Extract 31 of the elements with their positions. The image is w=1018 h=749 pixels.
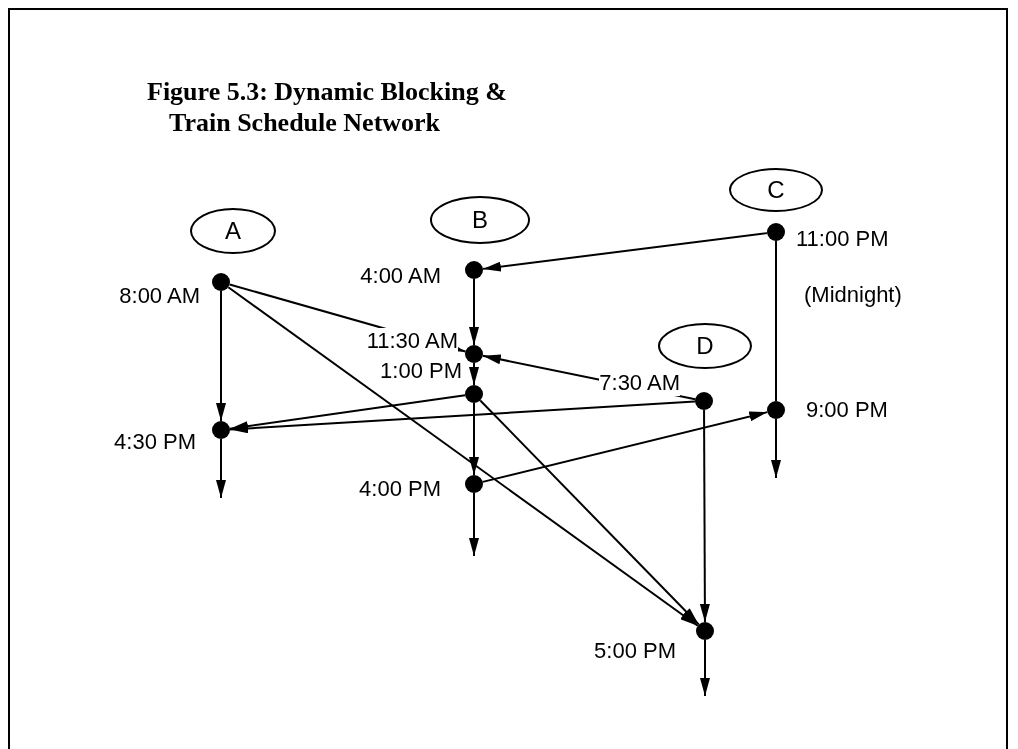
arrow xyxy=(771,418,781,479)
station-ellipse: B xyxy=(430,196,530,244)
event-dot xyxy=(695,392,713,410)
arrow xyxy=(469,492,479,557)
event-dot xyxy=(212,273,230,291)
arrow xyxy=(479,399,700,626)
arrow xyxy=(481,232,769,272)
arrow xyxy=(699,409,710,623)
figure-title: Figure 5.3: Dynamic Blocking & Train Schedule Network xyxy=(147,76,508,138)
arrow xyxy=(481,411,769,483)
event-dot xyxy=(767,223,785,241)
time-label: 11:30 AM xyxy=(366,328,458,354)
event-dot xyxy=(465,385,483,403)
arrow xyxy=(469,278,479,346)
event-dot xyxy=(465,475,483,493)
event-dot xyxy=(212,421,230,439)
arrow xyxy=(229,400,696,434)
arrow xyxy=(469,402,479,476)
station-ellipse: C xyxy=(729,168,823,212)
event-dot xyxy=(696,622,714,640)
arrow xyxy=(227,286,699,627)
station-ellipse: A xyxy=(190,208,276,254)
station-ellipse: D xyxy=(658,323,752,369)
event-dot xyxy=(465,345,483,363)
arrow xyxy=(216,290,226,422)
event-dot xyxy=(465,261,483,279)
arrow xyxy=(700,639,710,697)
arrow xyxy=(228,394,467,432)
event-dot xyxy=(767,401,785,419)
arrow xyxy=(469,362,479,386)
arrow xyxy=(216,438,226,499)
